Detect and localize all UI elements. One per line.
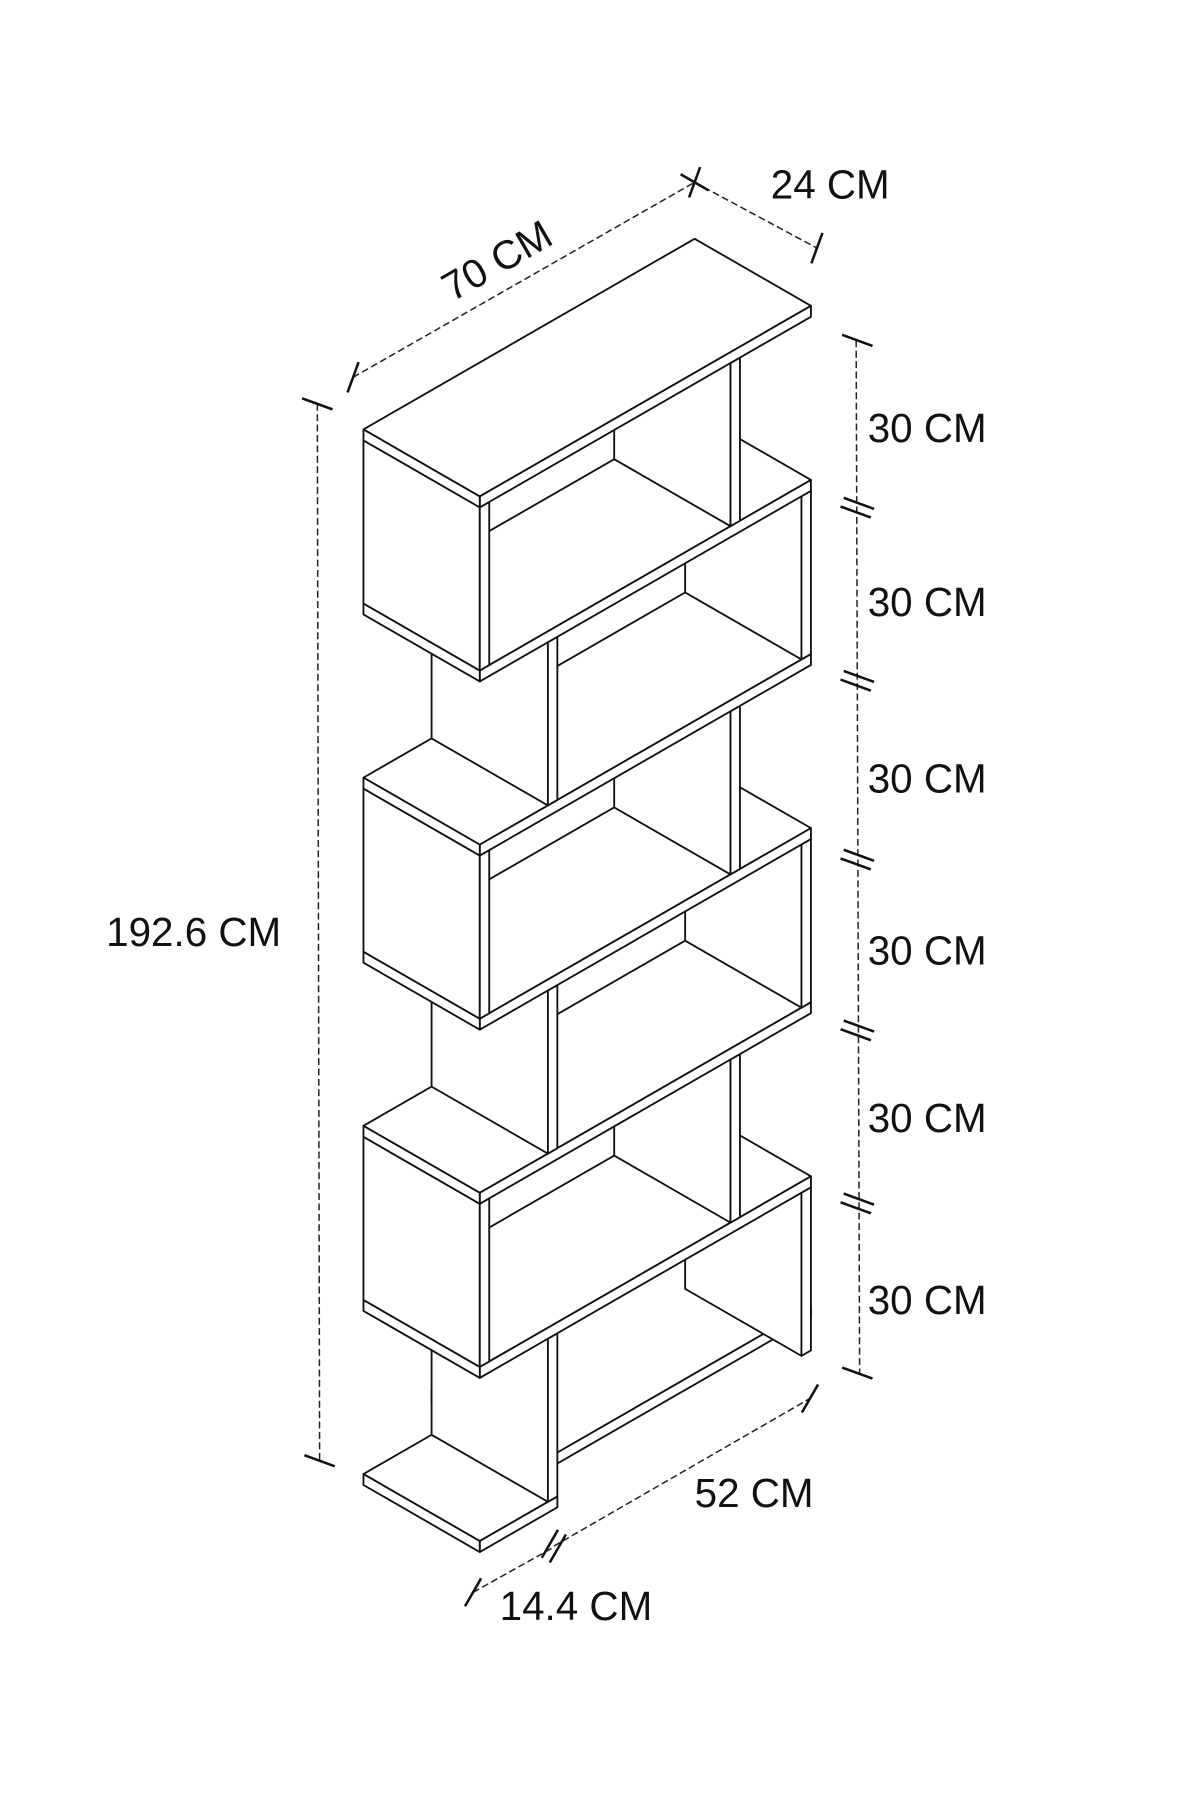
dimension-tick	[840, 1201, 872, 1215]
dimension-tick	[301, 397, 333, 411]
dimension-tick	[548, 1533, 568, 1564]
inner-divider-5-front-edge	[729, 356, 741, 528]
right-side-panel-4-front-edge	[800, 489, 812, 661]
dimension-tick	[843, 669, 875, 684]
height-dimension-line	[316, 403, 321, 1461]
inner-divider-2-front-edge	[546, 984, 559, 1155]
compartment-label-2: 30 CM	[868, 579, 987, 625]
dimension-tick	[841, 333, 873, 348]
inner-divider-1-front-edge	[729, 1053, 741, 1224]
dimension-ticks	[301, 166, 875, 1607]
dimension-tick	[843, 1019, 875, 1033]
height-label: 192.6 CM	[106, 909, 281, 955]
left-side-panel-5-front-edge	[478, 501, 491, 672]
right-side-panel-2-front-edge	[800, 838, 812, 1009]
width-label: 70 CM	[434, 211, 560, 310]
dimension-tick	[843, 848, 875, 862]
dimension-tick	[840, 857, 872, 871]
compartment-label-4: 30 CM	[868, 928, 987, 974]
compartment-dimension-line	[855, 340, 861, 1374]
shelf-board-4-side-edge	[362, 776, 481, 857]
width-dimension-line	[352, 181, 695, 378]
compartment-label-6: 30 CM	[868, 1277, 987, 1323]
inner-divider-3-front-edge	[729, 704, 741, 876]
compartment-label-1: 30 CM	[868, 405, 987, 451]
dimension-tick	[679, 173, 710, 192]
dimension-tick	[840, 678, 872, 692]
inner-divider-0-front-edge	[546, 1332, 559, 1503]
bottom-right-label: 52 CM	[695, 1470, 814, 1516]
bottom-left-label: 14.4 CM	[500, 1583, 653, 1629]
compartment-label-5: 30 CM	[868, 1095, 987, 1141]
bookshelf	[362, 237, 812, 1553]
shelf-board-6-side-edge	[362, 428, 481, 509]
dimension-tick	[463, 1577, 483, 1607]
left-side-panel-1-front-edge	[478, 1197, 491, 1368]
dimension-tick	[840, 1028, 872, 1042]
bottom-left-dimension-line	[472, 1547, 552, 1593]
dimension-tick	[843, 1192, 875, 1206]
compartment-label-3: 30 CM	[868, 756, 987, 802]
dimension-tick	[810, 232, 824, 264]
dimension-tick	[800, 1383, 820, 1414]
bottom-board-side-edge	[362, 1473, 481, 1553]
right-side-panel-0-front-edge	[800, 1186, 812, 1357]
dimension-tick	[540, 1529, 560, 1559]
dimension-tick	[346, 361, 360, 393]
dimension-lines	[301, 166, 875, 1607]
dimension-tick	[304, 1454, 336, 1468]
dimension-tick	[843, 496, 875, 511]
left-side-panel-3-front-edge	[478, 849, 491, 1020]
depth-dimension-line	[694, 181, 818, 249]
bottom-right-dimension-line	[553, 1397, 811, 1547]
shelf-board-2-side-edge	[362, 1124, 481, 1205]
dimension-tick	[841, 1366, 873, 1380]
inner-divider-4-front-edge	[546, 635, 559, 807]
dimension-tick	[840, 505, 872, 519]
depth-label: 24 CM	[771, 161, 890, 207]
